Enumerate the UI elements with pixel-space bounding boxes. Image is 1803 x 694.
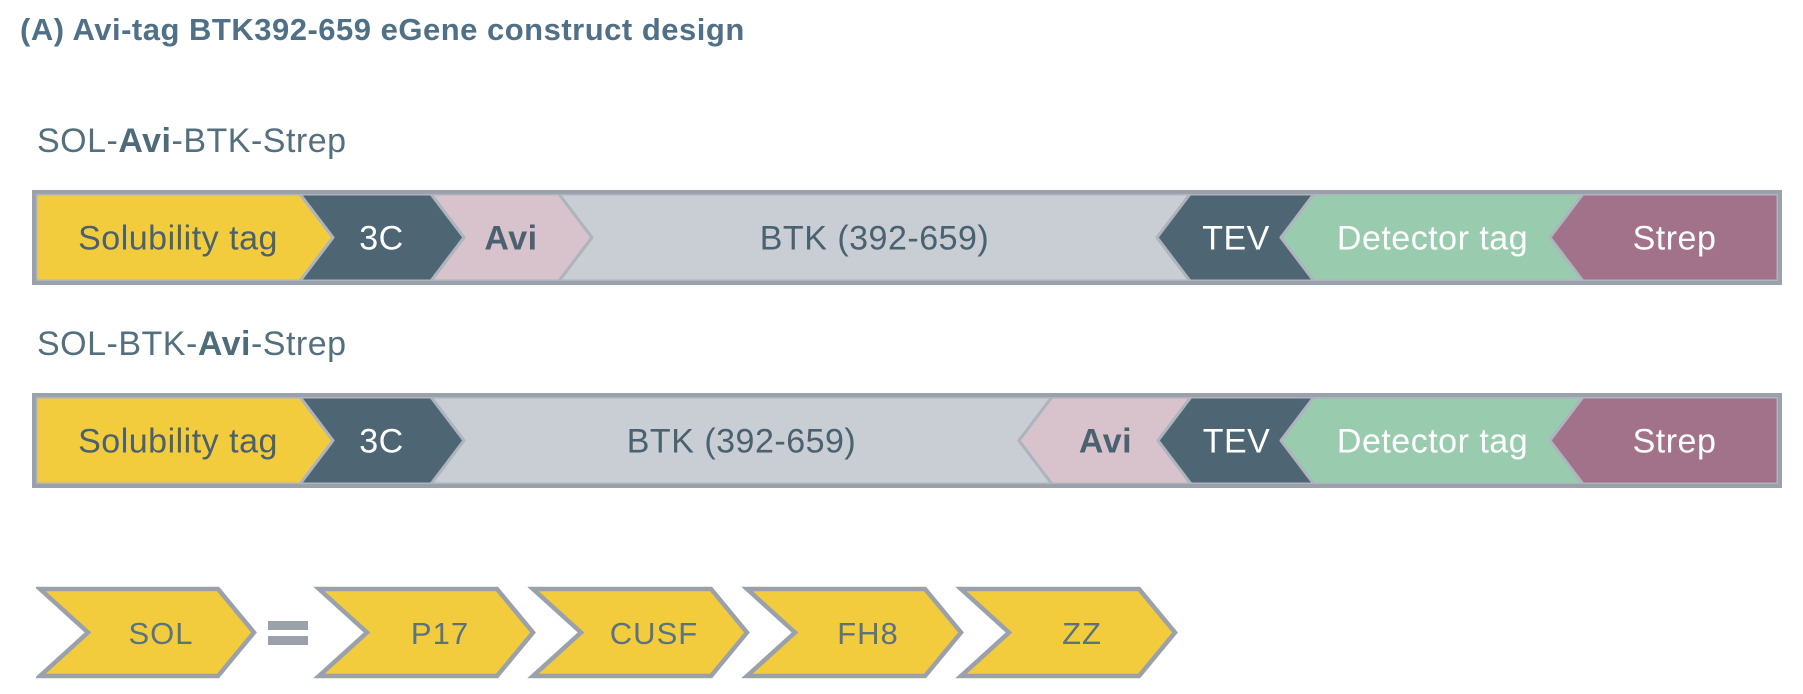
segment-label-btk-392-659: BTK (392-659)	[627, 423, 857, 461]
segment-label-3c: 3C	[359, 423, 403, 461]
legend-arrow-zz	[955, 586, 1178, 679]
equals-bar-top	[268, 621, 308, 630]
legend-svg: SOL P17 CUSF FH8 ZZ	[36, 586, 1178, 679]
segment-label-avi: Avi	[1079, 423, 1132, 461]
segment-label-tev: TEV	[1203, 423, 1271, 461]
segment-label-avi: Avi	[484, 220, 537, 258]
segment-label-tev: TEV	[1202, 220, 1270, 258]
construct-1-name: SOL-Avi-BTK-Strep	[37, 122, 347, 161]
construct-1-name-suffix: -BTK-Strep	[171, 122, 347, 160]
segment-label-detector-tag: Detector tag	[1337, 220, 1528, 258]
legend-label-sol: SOL	[128, 616, 193, 651]
construct-bar-svg: Solubility tag 3C Avi BTK (392-659) TEV Detec…	[32, 190, 1782, 285]
legend-label-p17: P17	[411, 616, 469, 651]
segment-label-strep: Strep	[1633, 220, 1717, 258]
legend-arrow-fh8	[741, 586, 964, 679]
legend-arrow-cusf	[527, 586, 750, 679]
construct-2-name-avi: Avi	[197, 325, 251, 363]
legend-label-fh8: FH8	[837, 616, 899, 651]
solubility-tag-legend: SOL P17 CUSF FH8 ZZ	[36, 585, 1226, 680]
construct-1-name-avi: Avi	[118, 122, 172, 160]
legend-label-cusf: CUSF	[610, 616, 698, 651]
segment-label-solubility-tag: Solubility tag	[78, 423, 278, 461]
construct-2-name-suffix: -Strep	[250, 325, 347, 363]
segment-label-detector-tag: Detector tag	[1337, 423, 1528, 461]
construct-2-name-prefix: SOL-BTK-	[37, 325, 198, 363]
construct-2-name: SOL-BTK-Avi-Strep	[37, 325, 347, 364]
equals-bar-bottom	[268, 636, 308, 645]
bar-border	[32, 393, 1782, 488]
figure-title: (A) Avi-tag BTK392-659 eGene construct d…	[20, 12, 745, 47]
legend-label-zz: ZZ	[1062, 616, 1102, 651]
segment-label-solubility-tag: Solubility tag	[78, 220, 278, 258]
construct-bar-svg: Solubility tag 3C BTK (392-659) Avi TEV Detec…	[32, 393, 1782, 488]
construct-1-name-prefix: SOL-	[37, 122, 119, 160]
segment-label-btk-392-659: BTK (392-659)	[760, 220, 990, 258]
segment-label-strep: Strep	[1633, 423, 1717, 461]
bar-border	[32, 190, 1782, 285]
construct-bar-sol-avi-btk-strep: Solubility tag 3C Avi BTK (392-659) TEV Detec…	[32, 190, 1782, 285]
legend-arrow-sol	[36, 586, 257, 679]
construct-bar-sol-btk-avi-strep: Solubility tag 3C BTK (392-659) Avi TEV Detec…	[32, 393, 1782, 488]
legend-arrow-p17	[313, 586, 536, 679]
segment-label-3c: 3C	[359, 220, 403, 258]
